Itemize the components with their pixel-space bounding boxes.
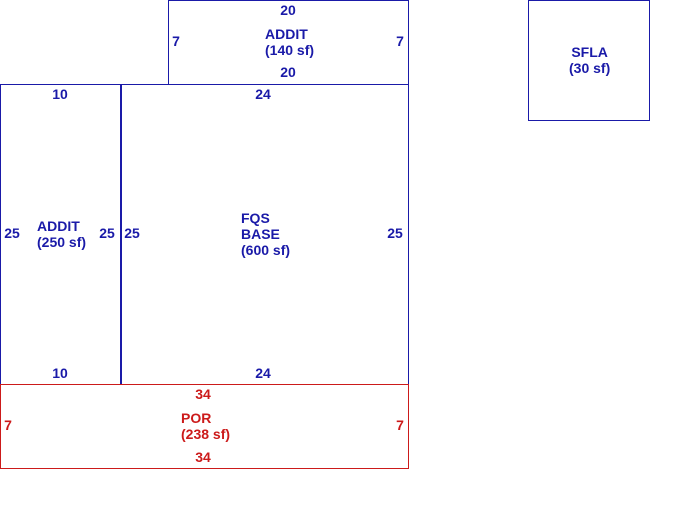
- sfla-name: SFLA: [571, 44, 608, 60]
- base-dim-right: 25: [387, 225, 403, 241]
- porch-dim-bottom: 34: [195, 449, 211, 465]
- addit-left-dim-top: 10: [52, 86, 68, 102]
- porch-dim-left: 7: [4, 417, 12, 433]
- sfla-label: SFLA (30 sf): [569, 44, 610, 76]
- addit-left-label: ADDIT (250 sf): [37, 218, 86, 250]
- porch-label: POR (238 sf): [181, 410, 230, 442]
- base-dim-top: 24: [255, 86, 271, 102]
- base-dim-left: 25: [124, 225, 140, 241]
- addit-top-label: ADDIT (140 sf): [265, 26, 314, 58]
- addit-left-dim-left: 25: [4, 225, 20, 241]
- addit-left-dim-right: 25: [99, 225, 115, 241]
- addit-top-name: ADDIT: [265, 26, 308, 42]
- porch-sqft: (238 sf): [181, 426, 231, 442]
- base-sqft: (600 sf): [241, 242, 291, 258]
- addit-top-dim-top: 20: [280, 2, 296, 18]
- base-dim-bottom: 24: [255, 365, 271, 381]
- addit-top-dim-bottom: 20: [280, 64, 296, 80]
- porch-area: [0, 384, 409, 469]
- addit-left-name: ADDIT: [37, 218, 80, 234]
- addit-top-dim-left: 7: [172, 33, 180, 49]
- base-name-line1: FQS: [241, 210, 270, 226]
- sfla-area: [528, 0, 650, 121]
- addit-top-dim-right: 7: [396, 33, 404, 49]
- sfla-sqft: (30 sf): [569, 60, 611, 76]
- addit-top-sqft: (140 sf): [265, 42, 315, 58]
- porch-dim-right: 7: [396, 417, 404, 433]
- base-label: FQS BASE (600 sf): [241, 210, 290, 258]
- porch-name: POR: [181, 410, 212, 426]
- addit-left-dim-bottom: 10: [52, 365, 68, 381]
- base-name-line2: BASE: [241, 226, 280, 242]
- porch-dim-top: 34: [195, 386, 211, 402]
- addit-left-sqft: (250 sf): [37, 234, 87, 250]
